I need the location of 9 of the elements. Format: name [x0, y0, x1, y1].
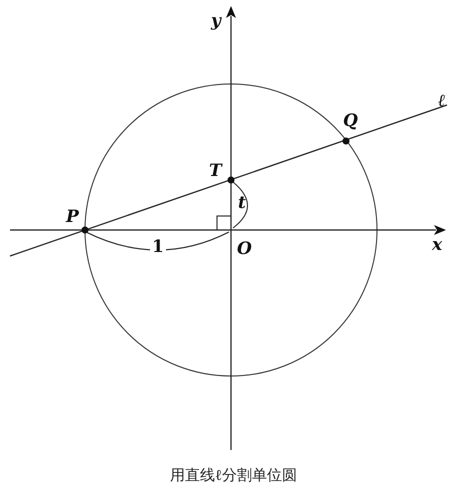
point-label: P	[66, 208, 79, 226]
caption: 用直线ℓ分割单位圆	[170, 466, 298, 485]
point-label: y	[211, 12, 221, 30]
point-label: O	[237, 240, 252, 258]
point-label: t	[238, 194, 246, 212]
point-label: ℓ	[438, 92, 446, 110]
point-label: T	[209, 162, 222, 180]
point-label: x	[432, 236, 442, 254]
point-label: Q	[343, 112, 358, 130]
